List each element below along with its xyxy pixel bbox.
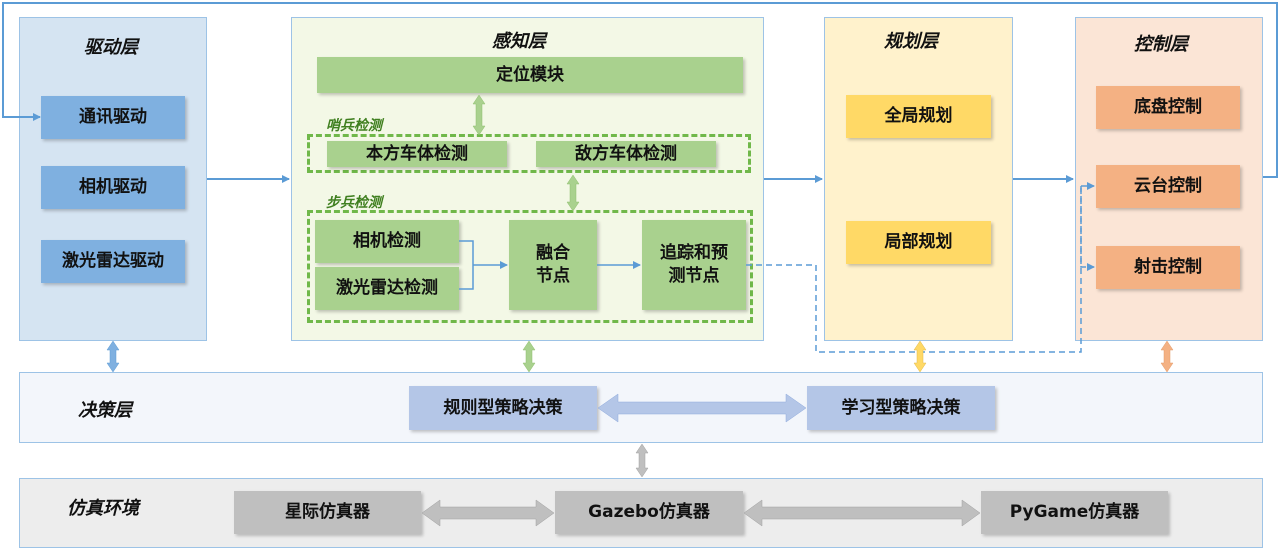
starcraft-gazebo-double-arrow	[421, 499, 555, 527]
gimbal-control-box[interactable]: 云台控制	[1096, 165, 1240, 208]
infantry-detection-label: 步兵检测	[326, 195, 382, 211]
lidar-detection-box[interactable]: 激光雷达检测	[315, 267, 459, 310]
pygame-simulator-box[interactable]: PyGame仿真器	[981, 491, 1168, 534]
control-decision-double-arrow	[1160, 340, 1174, 373]
perception-decision-double-arrow	[522, 340, 536, 373]
decision-layer-title: 决策层	[78, 400, 132, 421]
planning-layer-title: 规划层	[884, 31, 938, 52]
decision-double-arrow	[597, 393, 807, 423]
local-planning-box[interactable]: 局部规划	[846, 221, 991, 264]
starcraft-simulator-box[interactable]: 星际仿真器	[234, 491, 421, 534]
drive-decision-double-arrow	[106, 340, 120, 373]
tracking-prediction-node-label: 追踪和预测节点	[660, 243, 728, 286]
sentry-detection-label: 哨兵检测	[326, 118, 382, 134]
fusion-node-label: 融合节点	[536, 243, 570, 286]
infantry-detection-group	[307, 210, 753, 323]
decision-simulation-double-arrow	[635, 443, 649, 478]
localization-module-box[interactable]: 定位模块	[317, 57, 743, 93]
comm-driver-box[interactable]: 通讯驱动	[41, 96, 185, 139]
fusion-node-box[interactable]: 融合节点	[509, 220, 597, 310]
simulation-title: 仿真环境	[67, 498, 139, 519]
dashed-to-shooting-arrow	[1080, 186, 1095, 271]
detection-bracket	[459, 240, 474, 290]
lidar-driver-box[interactable]: 激光雷达驱动	[41, 240, 185, 283]
perception-layer-title: 感知层	[492, 31, 546, 52]
gazebo-pygame-double-arrow	[743, 499, 981, 527]
feedback-loop-arrow	[2, 2, 1278, 178]
shooting-control-box[interactable]: 射击控制	[1096, 246, 1240, 289]
gazebo-simulator-box[interactable]: Gazebo仿真器	[555, 491, 743, 534]
chassis-control-box[interactable]: 底盘控制	[1096, 86, 1240, 129]
control-layer-title: 控制层	[1134, 34, 1188, 55]
tracking-prediction-node-box[interactable]: 追踪和预测节点	[642, 220, 746, 310]
camera-driver-box[interactable]: 相机驱动	[41, 166, 185, 209]
own-vehicle-detection-box[interactable]: 本方车体检测	[327, 141, 507, 167]
rule-based-decision-box[interactable]: 规则型策略决策	[409, 386, 597, 430]
enemy-vehicle-detection-box[interactable]: 敌方车体检测	[536, 141, 716, 167]
sentry-infantry-double-arrow	[566, 174, 580, 212]
drive-layer-title: 驱动层	[84, 37, 138, 58]
planning-layer-panel	[824, 17, 1013, 341]
planning-decision-double-arrow	[913, 340, 927, 373]
camera-detection-box[interactable]: 相机检测	[315, 220, 459, 263]
localization-sentry-double-arrow	[472, 94, 486, 136]
global-planning-box[interactable]: 全局规划	[846, 95, 991, 138]
learning-based-decision-box[interactable]: 学习型策略决策	[807, 386, 995, 430]
sentry-detection-group	[307, 134, 751, 173]
tracking-to-control-dashed	[746, 186, 1082, 353]
